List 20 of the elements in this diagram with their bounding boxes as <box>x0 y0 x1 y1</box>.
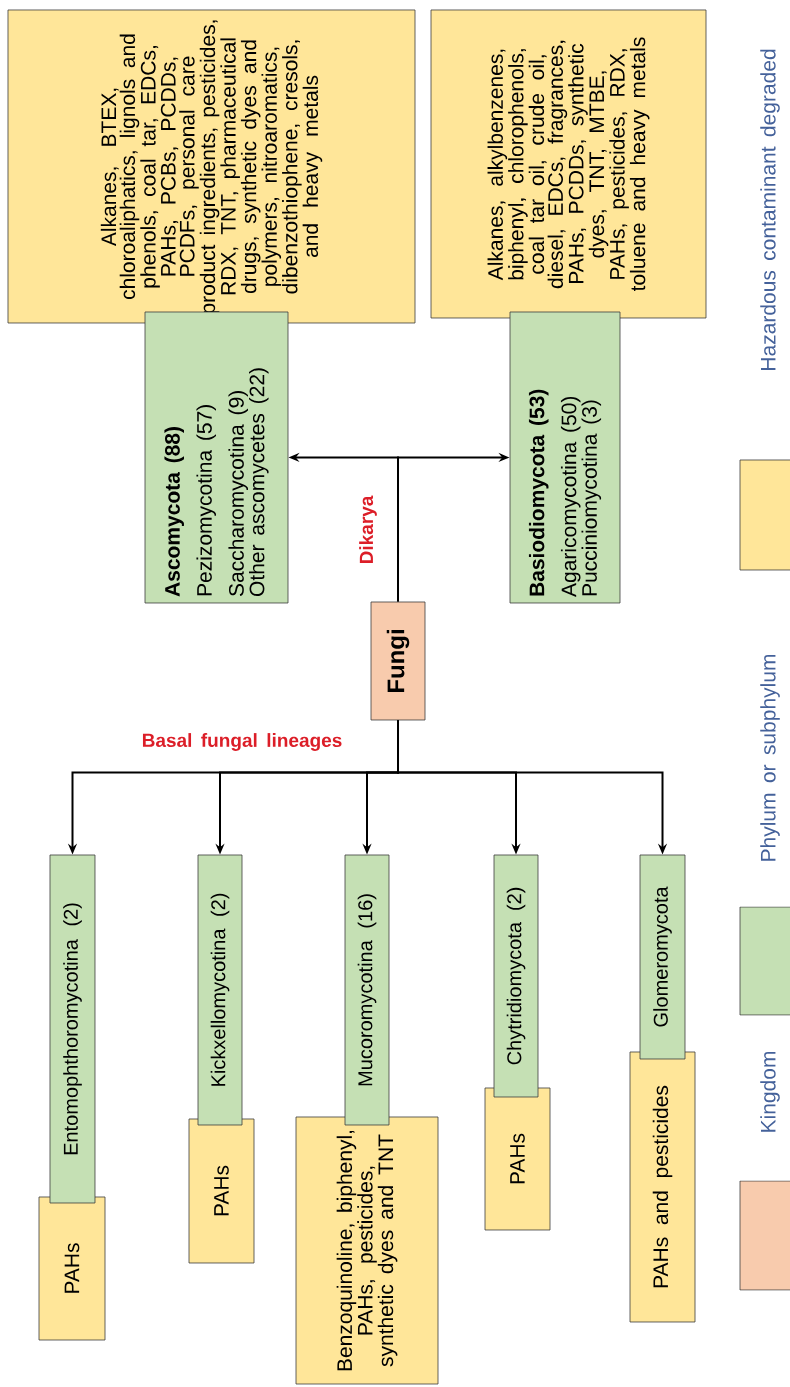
contaminant-box: PAHs and pesticides <box>629 1051 696 1323</box>
branch-label: Basal fungal lineages <box>142 733 342 751</box>
legend-label: Phylum or subphylum <box>760 654 780 861</box>
branch-label: Dikarya <box>359 495 377 564</box>
phylum-box: Basiodiomycota (53) Agaricomycotina (50) Pucciniomycotina (3) <box>509 311 621 604</box>
contaminant-box: PAHs <box>484 1087 551 1231</box>
contaminant-box: Benzoquinoline, biphenyl, PAHs, pesticides, synthetic dyes and TNT <box>295 1116 439 1385</box>
legend-label: Kingdom <box>760 1051 780 1132</box>
phylum-box: Kickxellomycotina (2) <box>197 854 243 1126</box>
contaminant-box: PAHs <box>38 1196 106 1341</box>
kingdom-box: Fungi <box>370 601 426 721</box>
contaminant-box: Alkanes, alkylbenzenes, biphenyl, chlorophenols, coal tar oil, crude oil, diesel, EDCs, fragrances, PAHs, PCDDs, synthetic dyes, TNT, MTBE, PAHs, pesticides, RDX, toluene and heavy metals <box>430 9 707 319</box>
contaminant-box: PAHs <box>188 1118 255 1264</box>
phylum-box: Ascomycota (88) Pezizomycotina (57) Saccharomycotina (9) Other ascomycetes (22) <box>144 311 289 604</box>
phylum-box: Entomophthoromycotina (2) <box>49 854 96 1204</box>
phylum-box: Chytridiomycota (2) <box>493 854 539 1098</box>
legend-label: Hazardous contaminant degraded <box>760 49 780 370</box>
phylum-box: Mucoromycotina (16) <box>344 854 390 1126</box>
phylum-box: Glomeromycota <box>639 854 686 1060</box>
contaminant-box: Alkanes, BTEX, chloroaliphatics, lignols and phenols, coal tar, EDCs, PAHs, PCBs, PCDDs, PCDFs, personal care product ingredients, pesticides, RDX, TNT, pharmaceutical drugs, synthetic dyes and polymers, nitroaromatics, dibenzothiophene, cresols, and heavy metals <box>7 9 416 324</box>
